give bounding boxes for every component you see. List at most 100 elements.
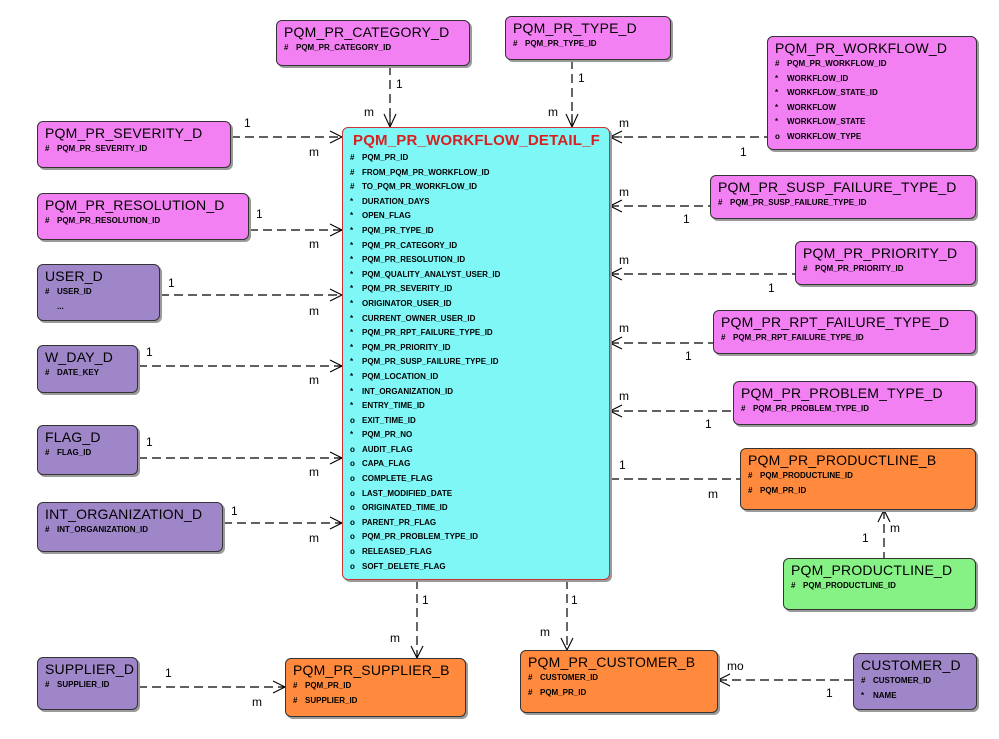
entity-user-d[interactable]: USER_D #USER_ID... <box>37 264 160 321</box>
entity-pqm-pr-workflow-detail-f[interactable]: PQM_PR_WORKFLOW_DETAIL_F #PQM_PR_ID#FROM… <box>342 127 610 580</box>
attribute-row: #PQM_PR_RESOLUTION_ID <box>45 214 242 229</box>
attribute-list: #SUPPLIER_ID <box>45 678 131 693</box>
cardinality-many: m <box>619 185 629 199</box>
attribute-list: #INT_ORGANIZATION_ID <box>45 523 216 538</box>
entity-pqm-pr-rpt-failure-type-d[interactable]: PQM_PR_RPT_FAILURE_TYPE_D #PQM_PR_RPT_FA… <box>713 310 976 354</box>
cardinality-one: 1 <box>862 531 869 545</box>
attribute-name: ORIGINATED_TIME_ID <box>362 503 448 513</box>
attribute-list: #PQM_PR_RPT_FAILURE_TYPE_ID <box>721 331 969 346</box>
entity-pqm-pr-supplier-b[interactable]: PQM_PR_SUPPLIER_B #PQM_PR_ID#SUPPLIER_ID <box>285 658 466 717</box>
attribute-name: FROM_PQM_PR_WORKFLOW_ID <box>362 167 490 177</box>
attribute-name: PQM_PR_SEVERITY_ID <box>57 144 148 153</box>
entity-supplier-d[interactable]: SUPPLIER_D #SUPPLIER_ID <box>37 657 138 710</box>
attribute-list: #PQM_PR_WORKFLOW_ID* WORKFLOW_ID *WORKFLOW… <box>775 57 970 145</box>
entity-pqm-pr-problem-type-d[interactable]: PQM_PR_PROBLEM_TYPE_D #PQM_PR_PROBLEM_TY… <box>733 381 976 425</box>
entity-w-day-d[interactable]: W_DAY_D #DATE_KEY <box>37 345 138 393</box>
attribute-name: PQM_PR_ID <box>362 153 409 162</box>
attribute-marker: * <box>350 430 354 440</box>
attribute-marker: # <box>45 680 50 689</box>
attribute-name: PQM_QUALITY_ANALYST_USER_ID <box>362 269 501 279</box>
entity-name: INT_ORGANIZATION_D <box>45 506 203 522</box>
entity-pqm-pr-productline-b[interactable]: PQM_PR_PRODUCTLINE_B #PQM_PRODUCTLINE_ID… <box>740 448 976 510</box>
attribute-row: *CURRENT_OWNER_USER_ID <box>350 312 603 327</box>
attribute-name: PARENT_PR_FLAG <box>362 517 437 527</box>
entity-name: PQM_PR_SUSP_FAILURE_TYPE_D <box>718 179 957 195</box>
entity-flag-d[interactable]: FLAG_D #FLAG_ID <box>37 425 138 475</box>
attribute-marker: o <box>350 561 355 571</box>
cardinality-many: mo <box>727 659 744 673</box>
attribute-marker: # <box>45 144 50 153</box>
entity-pqm-pr-severity-d[interactable]: PQM_PR_SEVERITY_D #PQM_PR_SEVERITY_ID <box>37 121 231 168</box>
entity-pqm-productline-d[interactable]: PQM_PRODUCTLINE_D #PQM_PRODUCTLINE_ID <box>783 558 976 610</box>
cardinality-many: m <box>890 521 900 535</box>
cardinality-one: 1 <box>256 207 263 221</box>
attribute-marker: # <box>528 673 533 682</box>
attribute-name: PQM_PR_TYPE_ID <box>362 225 434 235</box>
entity-name: PQM_PR_RPT_FAILURE_TYPE_D <box>721 314 950 330</box>
attribute-marker: o <box>350 474 355 484</box>
entity-customer-d[interactable]: CUSTOMER_D #CUSTOMER_ID*NAME <box>853 653 977 710</box>
attribute-row: *PQM_PR_PRIORITY_ID <box>350 341 603 356</box>
attribute-row: *WORKFLOW <box>775 101 970 116</box>
attribute-name: RELEASED_FLAG <box>362 547 432 557</box>
attribute-name: CURRENT_OWNER_USER_ID <box>362 313 476 323</box>
entity-pqm-pr-susp-failure-type-d[interactable]: PQM_PR_SUSP_FAILURE_TYPE_D # PQM_PR_SUSP_… <box>710 175 976 219</box>
attribute-marker: * <box>350 386 354 396</box>
attribute-row: #CUSTOMER_ID <box>861 674 970 689</box>
attribute-name: ENTRY_TIME_ID <box>362 401 425 411</box>
entity-pqm-pr-workflow-d[interactable]: PQM_PR_WORKFLOW_D #PQM_PR_WORKFLOW_ID*WO… <box>767 36 977 150</box>
cardinality-many: m <box>548 105 558 119</box>
attribute-row: #PQM_PR_ID <box>293 679 459 694</box>
attribute-row: *WORKFLOW_STATE_ID <box>775 86 970 101</box>
entity-pqm-pr-resolution-d[interactable]: PQM_PR_RESOLUTION_D #PQM_PR_RESOLUTION_I… <box>37 193 249 240</box>
attribute-row: #DATE_KEY <box>45 366 131 381</box>
attribute-row: #PQM_PR_WORKFLOW_ID <box>775 57 970 72</box>
attribute-row: *NAME <box>861 689 970 704</box>
attribute-row: *PQM_PR_TYPE_ID <box>350 224 603 239</box>
entity-name: SUPPLIER_D <box>45 661 135 677</box>
attribute-name: PQM_PR_SUSP_FAILURE_TYPE_ID <box>730 198 867 207</box>
cardinality-many: m <box>390 631 400 645</box>
attribute-marker: # <box>528 687 533 697</box>
attribute-marker: * <box>775 73 779 83</box>
attribute-name: AUDIT_FLAG <box>362 444 413 454</box>
entity-int-organization-d[interactable]: INT_ORGANIZATION_D #INT_ORGANIZATION_ID <box>37 502 223 552</box>
attribute-row: *WORKFLOW_STATE <box>775 115 970 130</box>
attribute-row: #SUPPLIER_ID <box>45 678 131 693</box>
cardinality-one: 1 <box>146 345 153 359</box>
attribute-row: # PQM_PR_PROBLEM_TYPE_ID <box>741 402 969 417</box>
attribute-name: WORKFLOW_ID <box>787 73 849 83</box>
attribute-row: #CUSTOMER_ID <box>528 671 711 686</box>
attribute-row: *PQM_PR_RESOLUTION_ID <box>350 253 603 268</box>
cardinality-many: m <box>619 321 629 335</box>
attribute-marker: # <box>718 198 723 207</box>
attribute-marker: * <box>350 357 354 367</box>
attribute-name: WORKFLOW <box>787 102 836 112</box>
entity-pqm-pr-customer-b[interactable]: PQM_PR_CUSTOMER_B #CUSTOMER_ID#PQM_PR_ID <box>520 650 718 713</box>
attribute-marker: * <box>350 298 354 308</box>
attribute-marker: # <box>741 404 746 413</box>
attribute-marker: # <box>45 525 50 534</box>
attribute-list: #CUSTOMER_ID*NAME <box>861 674 970 703</box>
attribute-name: TO_PQM_PR_WORKFLOW_ID <box>362 182 477 192</box>
entity-pqm-pr-type-d[interactable]: PQM_PR_TYPE_D #PQM_PR_TYPE_ID <box>505 16 671 60</box>
attribute-row: *PQM_PR_NO <box>350 428 603 443</box>
attribute-name: PQM_PR_PROBLEM_TYPE_ID <box>753 404 870 413</box>
entity-name: USER_D <box>45 268 103 284</box>
attribute-row: *PQM_PR_SEVERITY_ID <box>350 282 603 297</box>
attribute-name: PQM_PRODUCTLINE_ID <box>803 581 896 590</box>
attribute-list: #USER_ID... <box>45 285 153 314</box>
attribute-marker: # <box>350 153 355 162</box>
entity-pqm-pr-category-d[interactable]: PQM_PR_CATEGORY_D #PQM_PR_CATEGORY_ID <box>276 20 470 66</box>
attribute-marker: o <box>350 488 355 498</box>
attribute-list: #CUSTOMER_ID#PQM_PR_ID <box>528 671 711 700</box>
entity-name: PQM_PR_PRODUCTLINE_B <box>748 452 937 468</box>
entity-name: PQM_PR_TYPE_D <box>513 20 637 36</box>
attribute-name: DURATION_DAYS <box>362 196 430 206</box>
entity-pqm-pr-priority-d[interactable]: PQM_PR_PRIORITY_D #PQM_PR_PRIORITY_ID <box>795 241 976 285</box>
attribute-list: # PQM_PR_SEVERITY_ID <box>45 142 224 157</box>
attribute-name: PQM_PR_PRIORITY_ID <box>362 342 451 352</box>
